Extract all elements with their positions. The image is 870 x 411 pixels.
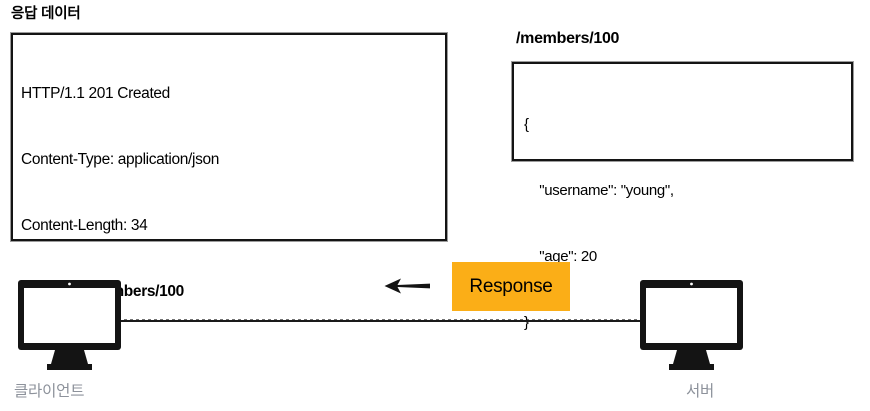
response-message-box: HTTP/1.1 201 Created Content-Type: appli… (10, 32, 448, 411)
resource-body-text: { "username": "young", "age": 20 } (524, 70, 847, 378)
response-content-length-line: Content-Length: 34 (21, 217, 148, 234)
resource-path-heading: /members/100 (516, 30, 620, 47)
client-desktop-monitor-icon (18, 280, 121, 370)
resource-body-close-brace: } (524, 314, 529, 331)
resource-representation-box: { "username": "young", "age": 20 } (511, 61, 854, 331)
server-desktop-monitor-icon (640, 280, 743, 370)
response-badge: Response (452, 262, 570, 311)
server-node-label: 서버 (686, 383, 715, 400)
response-badge-label: Response (469, 275, 553, 297)
response-data-heading: 응답 데이터 (11, 6, 81, 22)
resource-body-open-brace: { (524, 116, 529, 133)
resource-body-username: "username": "young", (524, 182, 674, 199)
client-node-label: 클라이언트 (14, 383, 85, 400)
response-status-line: HTTP/1.1 201 Created (21, 85, 170, 102)
client-server-connection-line (118, 319, 652, 322)
response-content-type-line: Content-Type: application/json (21, 151, 220, 168)
resource-body-age: "age": 20 (524, 248, 597, 265)
response-arrow-left-icon (384, 278, 430, 294)
